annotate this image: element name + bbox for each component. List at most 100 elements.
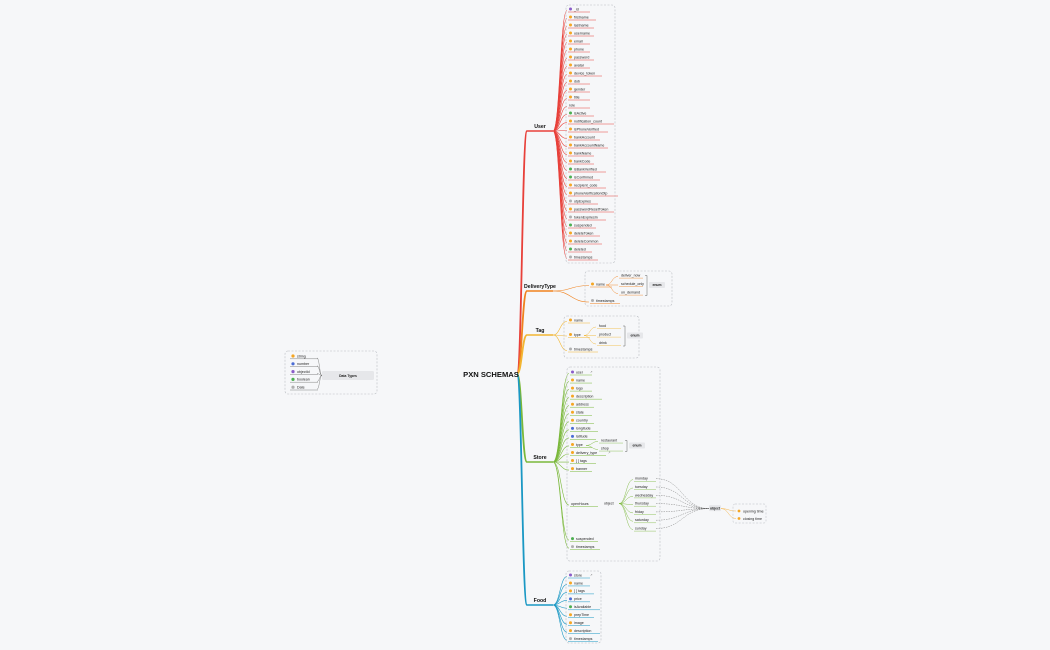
field-store-item[interactable]: delivery_type — [576, 451, 597, 455]
field-user-item[interactable]: title — [574, 95, 580, 99]
field-user-item[interactable]: bankAccount — [574, 135, 595, 139]
day-saturday[interactable]: saturday — [635, 518, 649, 522]
field-store-item[interactable]: address — [576, 403, 589, 407]
field-user-item[interactable]: gender — [574, 87, 586, 91]
field-user-item[interactable]: isPhoneVerified — [574, 127, 599, 131]
field-deliverytype-item[interactable]: name — [596, 282, 605, 286]
field-user-item[interactable]: deleteToken — [574, 231, 593, 235]
schema-label-user[interactable]: User — [534, 124, 546, 130]
field-store-item[interactable]: name — [576, 378, 585, 382]
field-user-item[interactable]: password — [574, 55, 589, 59]
field-store-item[interactable]: state — [576, 411, 584, 415]
object-field[interactable]: closing time — [743, 517, 762, 521]
field-user-item[interactable]: notification_count — [574, 119, 602, 123]
field-food-item[interactable]: image — [574, 621, 584, 625]
field-user-item[interactable]: bankCode — [574, 159, 590, 163]
schema-label-deliverytype[interactable]: DeliveryType — [524, 284, 556, 290]
enum-value[interactable]: on_demand — [621, 291, 640, 295]
field-store-item[interactable]: user — [576, 370, 584, 374]
field-user-item[interactable]: device_token — [574, 71, 595, 75]
field-user-item[interactable]: deleteCommon — [574, 239, 598, 243]
openhours-type[interactable]: object — [604, 502, 614, 506]
field-user-item[interactable]: lastname — [574, 23, 589, 27]
field-deliverytype-item[interactable]: timestamps — [596, 299, 615, 303]
field-store-item[interactable]: [ ] tags — [576, 459, 587, 463]
field-user-item[interactable]: bankAccountName — [574, 143, 604, 147]
field-food-item[interactable]: timestamps — [574, 637, 593, 641]
field-user-item[interactable]: isConfirmed — [574, 175, 593, 179]
legend-item-number[interactable]: number — [297, 362, 310, 366]
day-monday[interactable]: monday — [635, 477, 648, 481]
enum-value[interactable]: restaurant — [601, 438, 617, 442]
enum-value[interactable]: product — [599, 333, 611, 337]
field-user-item[interactable]: passwordResetToken — [574, 207, 608, 211]
ref-link-icon[interactable]: ↗ — [608, 450, 611, 454]
legend-item-string[interactable]: string — [297, 354, 306, 358]
schema-label-tag[interactable]: Tag — [536, 328, 545, 334]
field-user-item[interactable]: isActive — [574, 111, 586, 115]
field-food-item[interactable]: [ ] tags — [574, 589, 585, 593]
field-store-item[interactable]: suspended — [576, 537, 594, 541]
field-store-item[interactable]: description — [576, 394, 593, 398]
field-user-item[interactable]: timestamps — [574, 255, 593, 259]
day-thursday[interactable]: thursday — [635, 502, 649, 506]
field-store-item[interactable]: openHours — [571, 502, 589, 506]
field-store-item[interactable]: country — [576, 419, 588, 423]
field-user-item[interactable]: bankName — [574, 151, 591, 155]
day-friday[interactable]: friday — [635, 510, 644, 514]
field-tag-item[interactable]: type — [574, 333, 581, 337]
field-user-item[interactable]: dob — [574, 79, 580, 83]
field-user-item[interactable]: phoneVerificationOtp — [574, 191, 607, 195]
field-user-item[interactable]: avatar — [574, 63, 585, 67]
schema-label-store[interactable]: Store — [533, 455, 546, 461]
legend-title[interactable]: Data Types — [339, 374, 357, 378]
enum-value[interactable]: food — [599, 324, 606, 328]
enum-tag[interactable]: enum — [632, 443, 641, 447]
field-tag-item[interactable]: timestamps — [574, 347, 593, 351]
field-user-item[interactable]: firstname — [574, 15, 589, 19]
enum-tag[interactable]: enum — [630, 334, 639, 338]
object-field[interactable]: opening time — [743, 509, 764, 513]
object-tag[interactable]: object — [710, 506, 721, 510]
day-tuesday[interactable]: tuesday — [635, 485, 648, 489]
field-store-item[interactable]: logo — [576, 386, 583, 390]
field-user-item[interactable]: tokenExpiresIn — [574, 215, 598, 219]
field-store-item[interactable]: type — [576, 443, 583, 447]
field-user-item[interactable]: otpExpires — [574, 199, 591, 203]
ref-link-icon[interactable]: ↗ — [590, 573, 593, 577]
field-store-item[interactable]: timestamps — [576, 545, 595, 549]
field-user-item[interactable]: _id — [573, 7, 579, 11]
field-user-item[interactable]: username — [574, 31, 590, 35]
field-user-item[interactable]: email — [574, 39, 583, 43]
day-wednesday[interactable]: wednesday — [635, 493, 653, 497]
field-food-item[interactable]: name — [574, 581, 583, 585]
field-store-item[interactable]: longitude — [576, 427, 591, 431]
field-food-item[interactable]: price — [574, 597, 582, 601]
field-food-item[interactable]: store — [574, 573, 582, 577]
field-user-item[interactable]: deleted — [574, 247, 586, 251]
enum-value[interactable]: schedule_only — [621, 282, 644, 286]
field-store-item[interactable]: banner — [576, 467, 588, 471]
root-node[interactable]: PXN SCHEMAS — [463, 370, 519, 379]
legend-item-Date[interactable]: Date — [297, 386, 305, 390]
field-tag-item[interactable]: name — [574, 318, 583, 322]
legend-item-boolean[interactable]: boolean — [297, 378, 310, 382]
field-user-item[interactable]: role — [569, 103, 575, 107]
schema-label-food[interactable]: Food — [534, 598, 547, 604]
day-sunday[interactable]: sunday — [635, 527, 647, 531]
legend-item-objectId[interactable]: objectId — [297, 370, 310, 374]
field-user-item[interactable]: isBankVerified — [574, 167, 597, 171]
field-food-item[interactable]: description — [574, 629, 591, 633]
field-user-item[interactable]: suspended — [574, 223, 592, 227]
field-store-item[interactable]: latitude — [576, 435, 588, 439]
enum-value[interactable]: deliver_now — [621, 274, 641, 278]
field-food-item[interactable]: isAvailable — [574, 605, 591, 609]
enum-tag[interactable]: enum — [652, 283, 661, 287]
object-tag-box — [709, 505, 721, 512]
field-user-item[interactable]: phone — [574, 47, 584, 51]
ref-link-icon[interactable]: ↗ — [590, 370, 593, 374]
enum-value[interactable]: shop — [601, 446, 609, 450]
enum-value[interactable]: drink — [599, 341, 607, 345]
field-food-item[interactable]: prepTime — [574, 613, 589, 617]
field-user-item[interactable]: recipient_code — [574, 183, 597, 187]
